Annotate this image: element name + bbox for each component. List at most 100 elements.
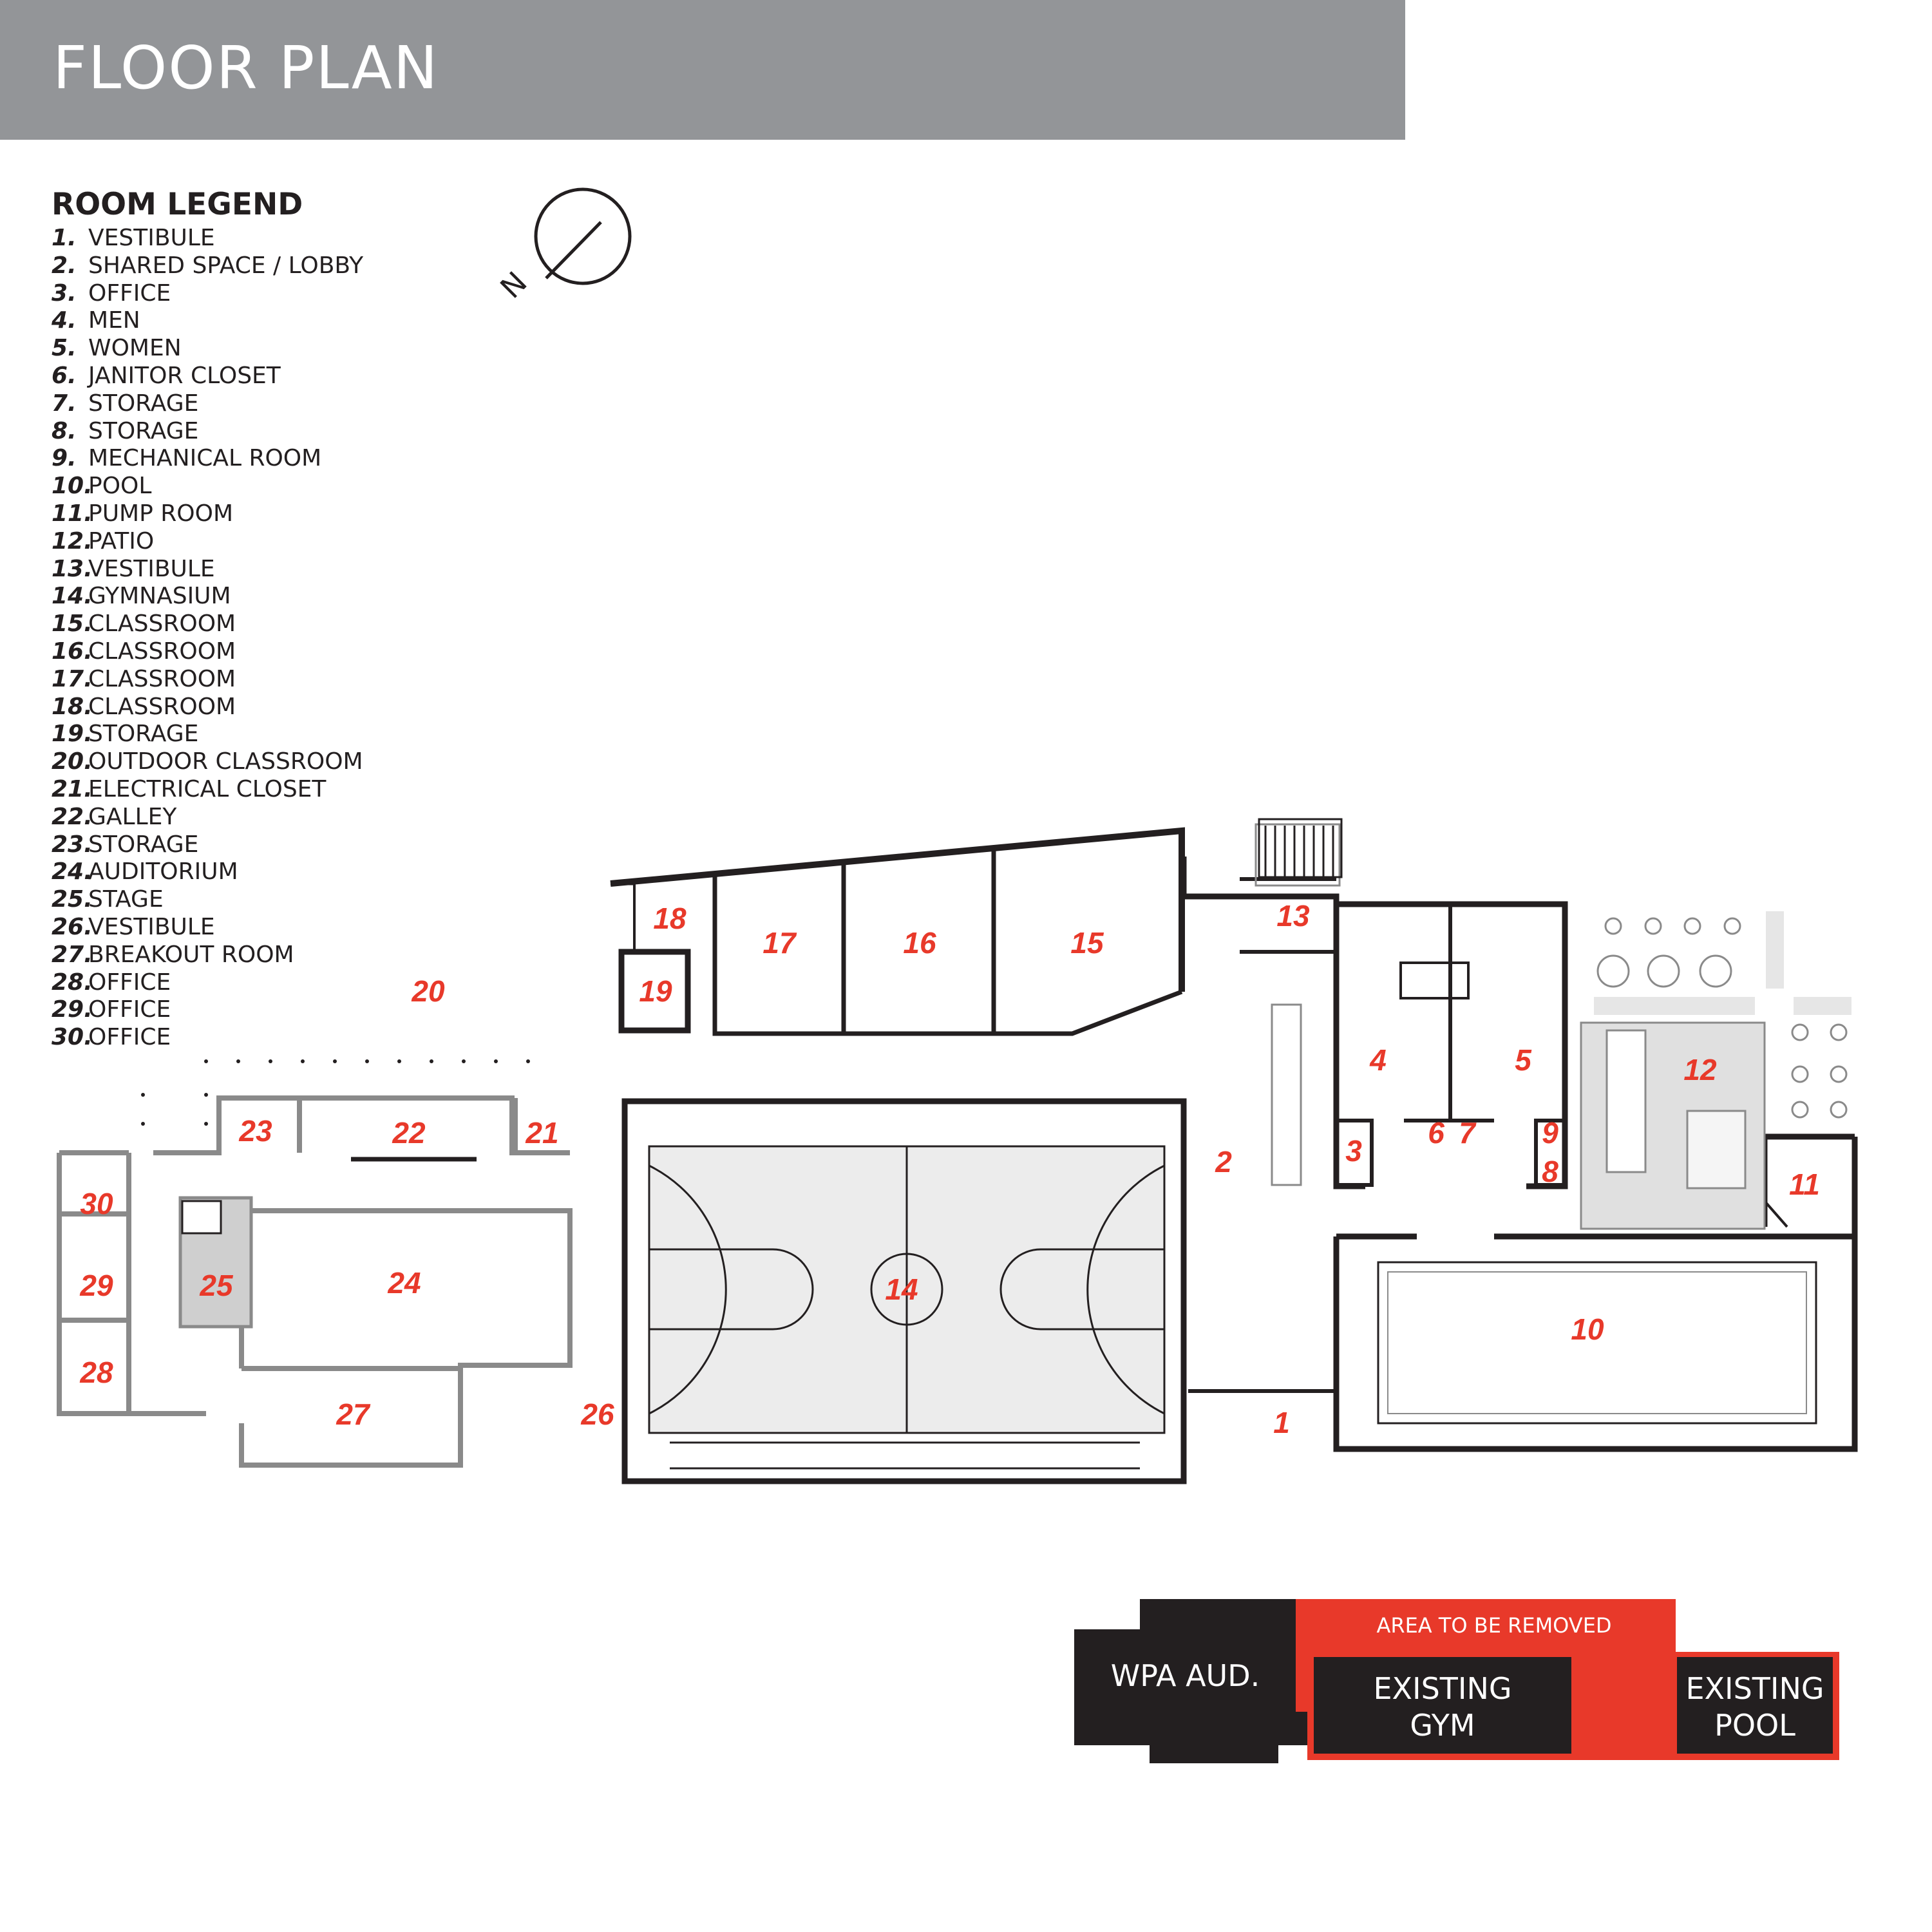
legend-item: 5. WOMEN [52, 335, 363, 363]
legend-item-name: STORAGE [88, 721, 199, 748]
legend-item: 10.POOL [52, 473, 363, 500]
room-label-10: 10 [1571, 1312, 1604, 1346]
room-label-13: 13 [1276, 899, 1310, 933]
legend-item-number: 11. [52, 500, 93, 527]
legend-item-name: OUTDOOR CLASSROOM [88, 748, 363, 775]
room-label-11: 11 [1789, 1168, 1820, 1201]
outdoor-classroom-dots [141, 1059, 530, 1126]
legend-item-name: GYMNASIUM [88, 583, 231, 610]
legend-item-name: OFFICE [88, 279, 171, 307]
legend-item: 13.VESTIBULE [52, 556, 363, 583]
legend-item-number: 16. [52, 638, 93, 665]
room-label-9: 9 [1542, 1116, 1558, 1150]
legend-item: 20.OUTDOOR CLASSROOM [52, 748, 363, 776]
page-title: FLOOR PLAN [53, 33, 439, 102]
legend-item-name: MECHANICAL ROOM [88, 445, 322, 472]
legend-item-name: PATIO [88, 527, 155, 554]
patio [1580, 911, 1852, 1230]
legend-item-number: 27. [52, 941, 93, 968]
north-arrow-icon: N [493, 187, 632, 305]
header-bar: FLOOR PLAN [0, 0, 1405, 140]
legend-item-name: BREAKOUT ROOM [88, 941, 294, 968]
legend-item: 6.JANITOR CLOSET [52, 363, 363, 390]
legend-item-number: 2. [52, 252, 77, 279]
legend-item-number: 10. [52, 473, 93, 500]
legend-item: 4.MEN [52, 307, 363, 335]
legend-item-name: MEN [88, 307, 140, 334]
legend-item-number: 9. [52, 445, 77, 472]
legend-item: 1.VESTIBULE [52, 225, 363, 252]
legend-item: 8. STORAGE [52, 418, 363, 446]
legend-item-number: 8. [52, 417, 77, 444]
pool-building [1180, 1133, 1858, 1481]
legend-item: 17.CLASSROOM [52, 666, 363, 694]
legend-item: 29.OFFICE [52, 996, 363, 1024]
patio-tables [1596, 917, 1848, 1119]
legend-item-name: STORAGE [88, 831, 199, 858]
legend-item-name: OFFICE [88, 1024, 171, 1051]
legend-item: 28.OFFICE [52, 969, 363, 997]
room-label-2: 2 [1215, 1145, 1232, 1179]
legend-item-name: STORAGE [88, 390, 199, 417]
legend-item: 19.STORAGE [52, 721, 363, 748]
room-label-28: 28 [79, 1356, 113, 1389]
legend-item: 24.AUDITORIUM [52, 858, 363, 886]
room-label-15: 15 [1070, 926, 1104, 960]
legend-item-number: 6. [52, 362, 77, 389]
legend-item: 21.ELECTRICAL CLOSET [52, 776, 363, 804]
stairs [1258, 818, 1343, 878]
room-label-16: 16 [903, 926, 936, 960]
legend-item-number: 19. [52, 721, 93, 748]
legend-item-number: 12. [52, 527, 93, 554]
legend-item-name: CLASSROOM [88, 611, 236, 638]
room-label-26: 26 [580, 1397, 614, 1431]
legend-item: 22.GALLEY [52, 804, 363, 831]
legend-item-number: 30. [52, 1024, 93, 1051]
legend-item-number: 13. [52, 555, 93, 582]
legend-item-name: OFFICE [88, 969, 171, 996]
legend-item-number: 23. [52, 831, 93, 858]
legend-item: 16.CLASSROOM [52, 638, 363, 666]
room-label-6: 6 [1428, 1116, 1444, 1150]
legend-item: 26.VESTIBULE [52, 914, 363, 942]
room-label-23: 23 [238, 1114, 272, 1148]
gymnasium [621, 1098, 1187, 1484]
room-label-4: 4 [1369, 1043, 1387, 1077]
restroom-core [1180, 823, 1568, 1189]
room-label-5: 5 [1515, 1043, 1532, 1077]
legend-item-number: 15. [52, 611, 93, 638]
legend-item-number: 5. [52, 335, 77, 362]
legend-item-name: POOL [88, 473, 152, 500]
room-label-22: 22 [392, 1116, 426, 1150]
room-label-25: 25 [199, 1269, 234, 1302]
room-label-14: 14 [885, 1273, 918, 1306]
legend-item-name: AUDITORIUM [88, 858, 238, 886]
room-label-19: 19 [639, 974, 672, 1008]
room-label-18: 18 [653, 902, 687, 935]
room-label-30: 30 [80, 1187, 113, 1220]
legend-item-number: 1. [52, 225, 77, 251]
legend-item-name: VESTIBULE [88, 913, 215, 940]
legend-item-name: STORAGE [88, 417, 199, 444]
room-label-1: 1 [1273, 1406, 1290, 1439]
room-label-24: 24 [387, 1266, 421, 1300]
legend-item-name: GALLEY [88, 803, 177, 830]
legend-item-name: PUMP ROOM [88, 500, 234, 527]
legend-item-name: WOMEN [88, 335, 182, 362]
legend-item-name: CLASSROOM [88, 665, 236, 692]
legend-item-name: OFFICE [88, 996, 171, 1023]
legend-item: 3.OFFICE [52, 280, 363, 308]
legend-item: 9. MECHANICAL ROOM [52, 445, 363, 473]
room-label-8: 8 [1542, 1155, 1558, 1188]
legend-item: 12.PATIO [52, 528, 363, 556]
classroom-wing [610, 827, 1185, 1036]
legend-item: 2.SHARED SPACE / LOBBY [52, 252, 363, 280]
legend-item: 14.GYMNASIUM [52, 583, 363, 611]
legend-item: 18.CLASSROOM [52, 694, 363, 721]
legend-item-number: 7. [52, 390, 77, 417]
legend-item-name: VESTIBULE [88, 555, 215, 582]
legend-item: 23.STORAGE [52, 831, 363, 859]
